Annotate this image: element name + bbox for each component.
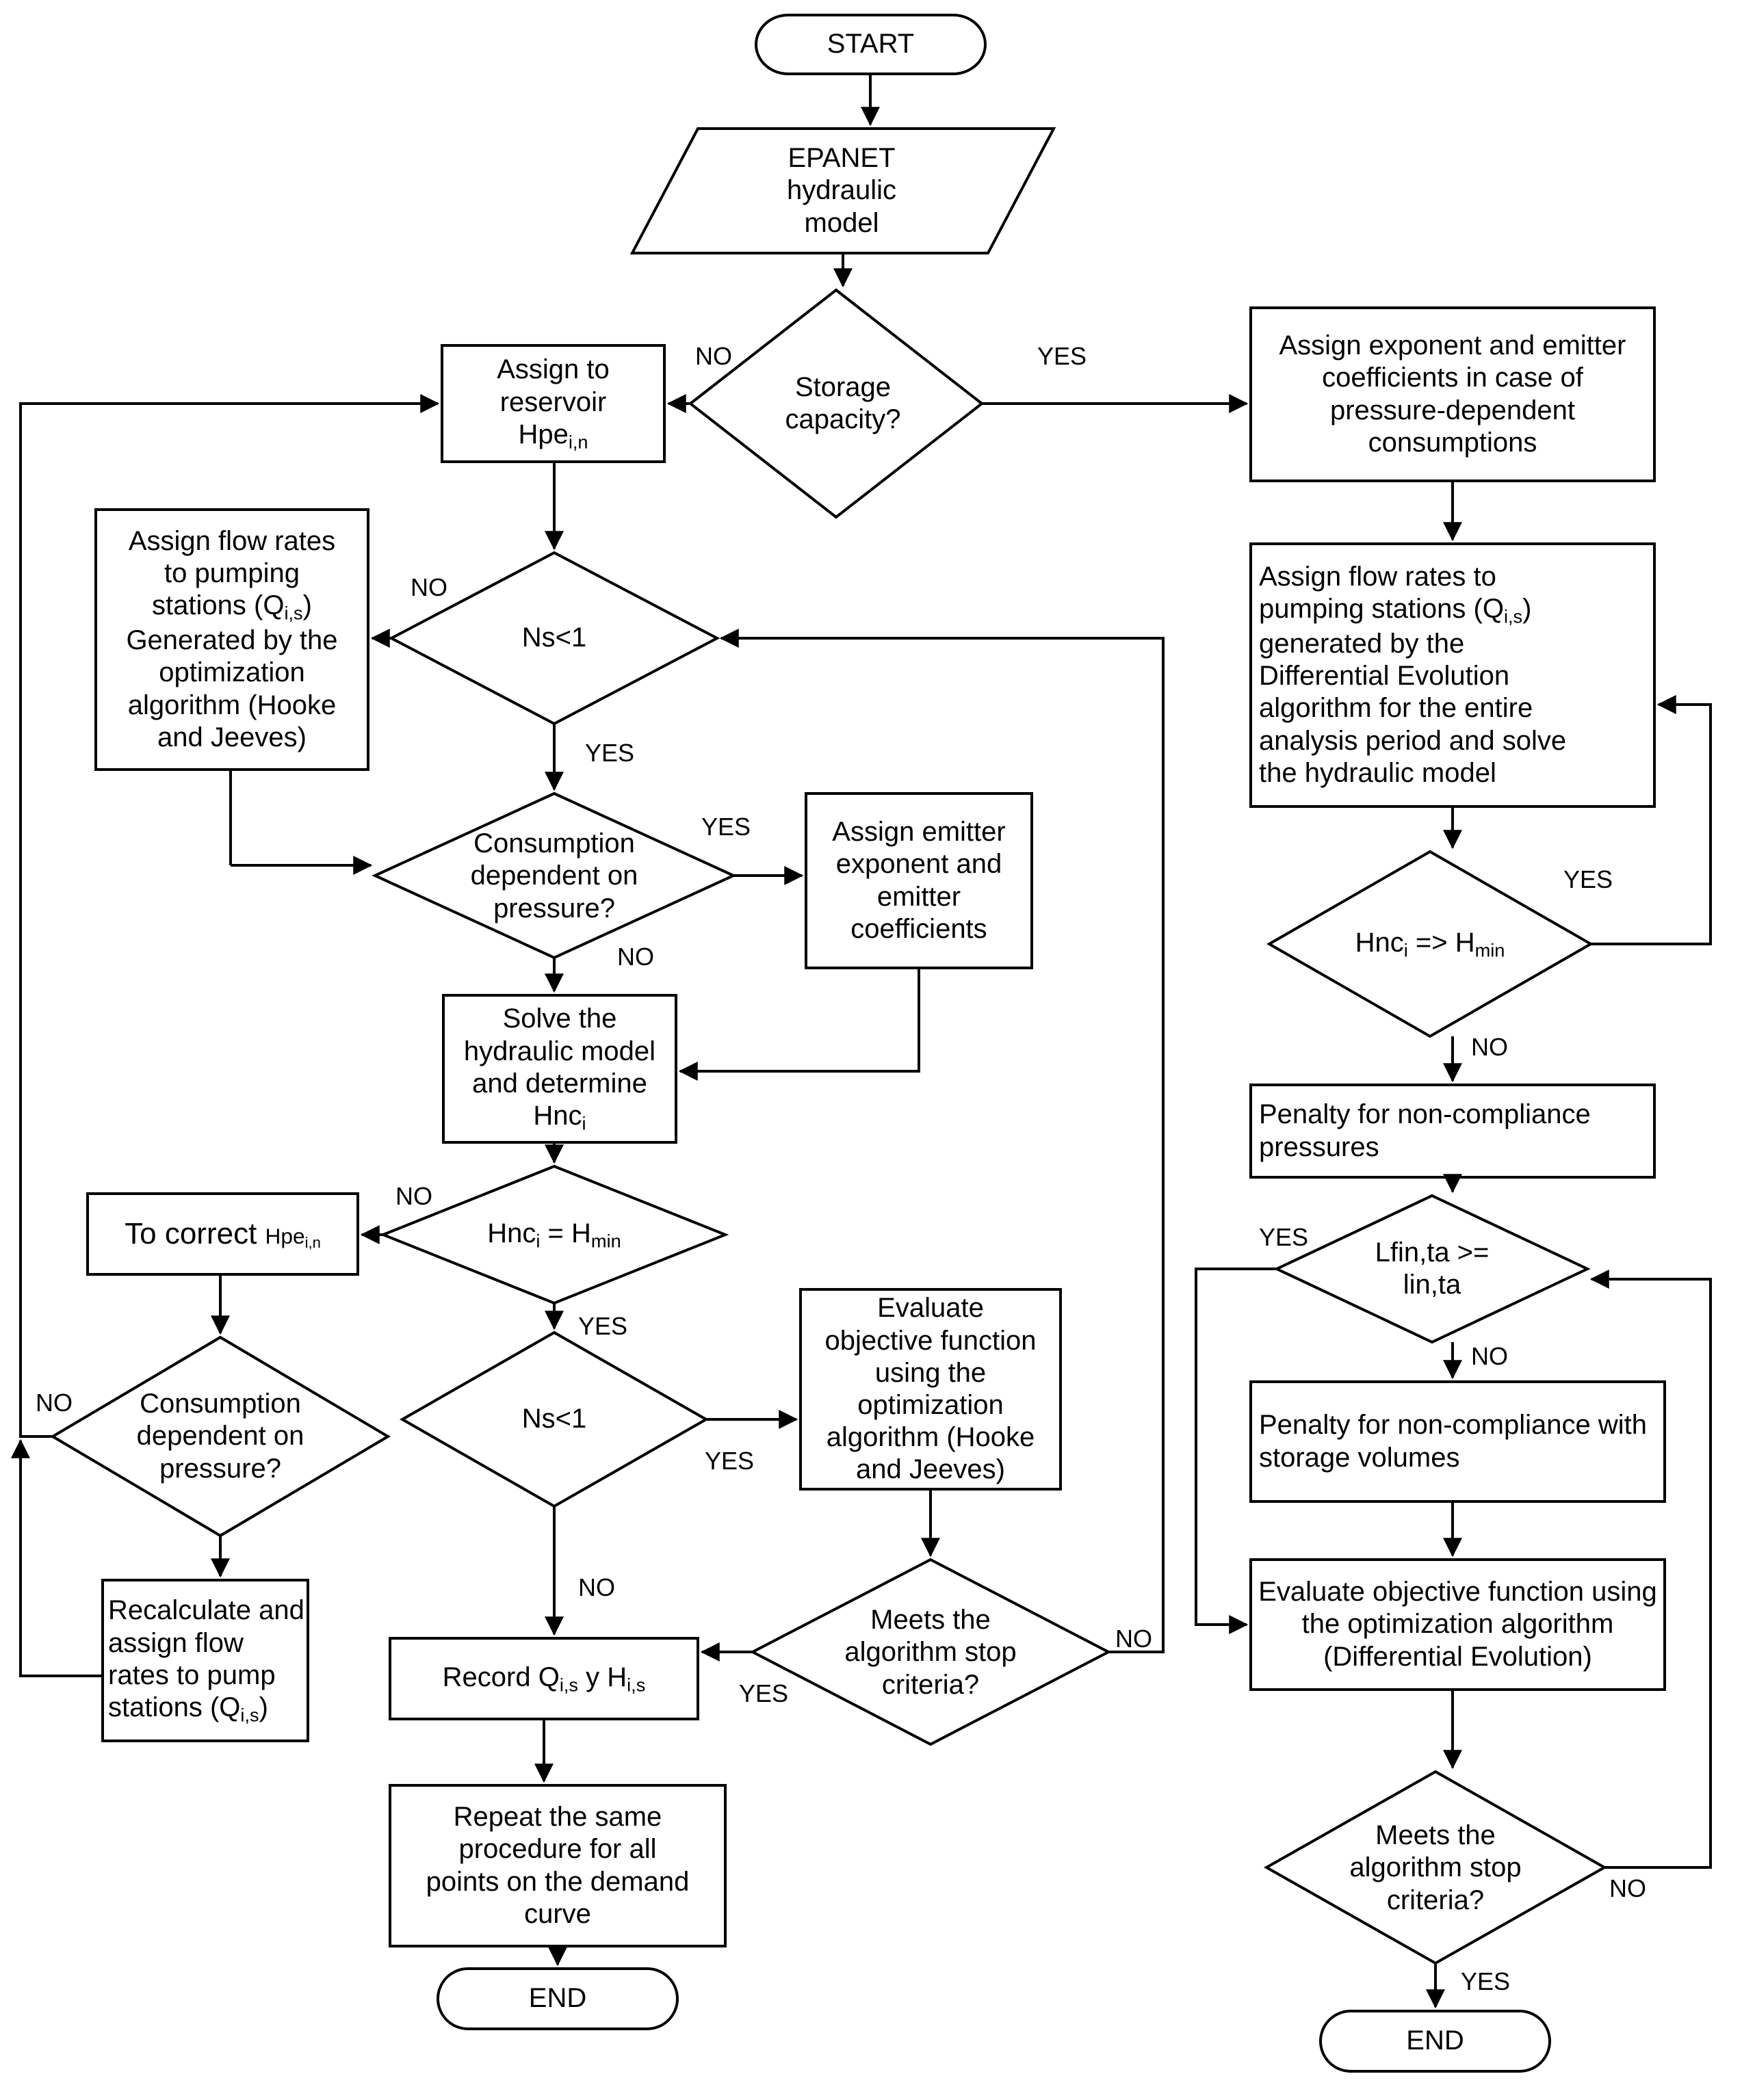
shape-hnc-ge-hmin <box>1266 850 1594 1038</box>
shape-meets-stop-left <box>749 1558 1112 1746</box>
edge-meets-left-no-loop <box>719 629 1165 1653</box>
shape-repeat-procedure <box>389 1784 727 1947</box>
shape-storage-capacity <box>688 288 985 519</box>
edge-consumption-bottom-no-loop <box>19 394 440 1438</box>
shape-evaluate-obj-hj <box>799 1288 1062 1491</box>
edge-recalc-loop-up <box>10 1439 103 1677</box>
edge-emitter-to-solve <box>678 968 920 1081</box>
shape-ns-lt-1-bottom <box>399 1330 710 1508</box>
shape-penalty-storage <box>1249 1380 1666 1503</box>
shape-record-q-h <box>389 1637 699 1720</box>
shape-assign-exponent-emitter <box>1249 306 1656 482</box>
shape-epanet <box>629 127 1056 254</box>
shape-ns-lt-1-top <box>388 551 720 726</box>
edge-hnc-ge-yes-loop <box>1591 695 1712 945</box>
shape-assign-flow-hj <box>94 508 369 771</box>
shape-assign-emitter-coeffs <box>805 792 1033 969</box>
shape-evaluate-obj-de <box>1249 1558 1666 1691</box>
shape-solve-hydraulic <box>442 994 677 1144</box>
shape-penalty-pressures <box>1249 1084 1656 1179</box>
shape-lfin-ge-lin <box>1273 1194 1591 1344</box>
edge-meets-right-no-loop <box>1589 1270 1712 1869</box>
shape-hnc-eq-hmin <box>379 1164 729 1305</box>
shape-end-left <box>437 1967 679 2030</box>
shape-assign-reservoir <box>441 344 666 463</box>
shape-end-right <box>1319 2010 1551 2073</box>
edge-lfin-yes-to-evaluate-de <box>1195 1268 1277 1634</box>
shape-consumption-pressure-top <box>372 791 737 960</box>
shape-consumption-pressure-bottom <box>50 1335 391 1538</box>
shape-start <box>755 14 987 75</box>
shape-to-correct-hpe <box>86 1192 359 1276</box>
shape-recalculate-assign <box>101 1579 309 1742</box>
shape-assign-flow-de <box>1249 542 1656 808</box>
shape-meets-stop-right <box>1263 1770 1608 1965</box>
